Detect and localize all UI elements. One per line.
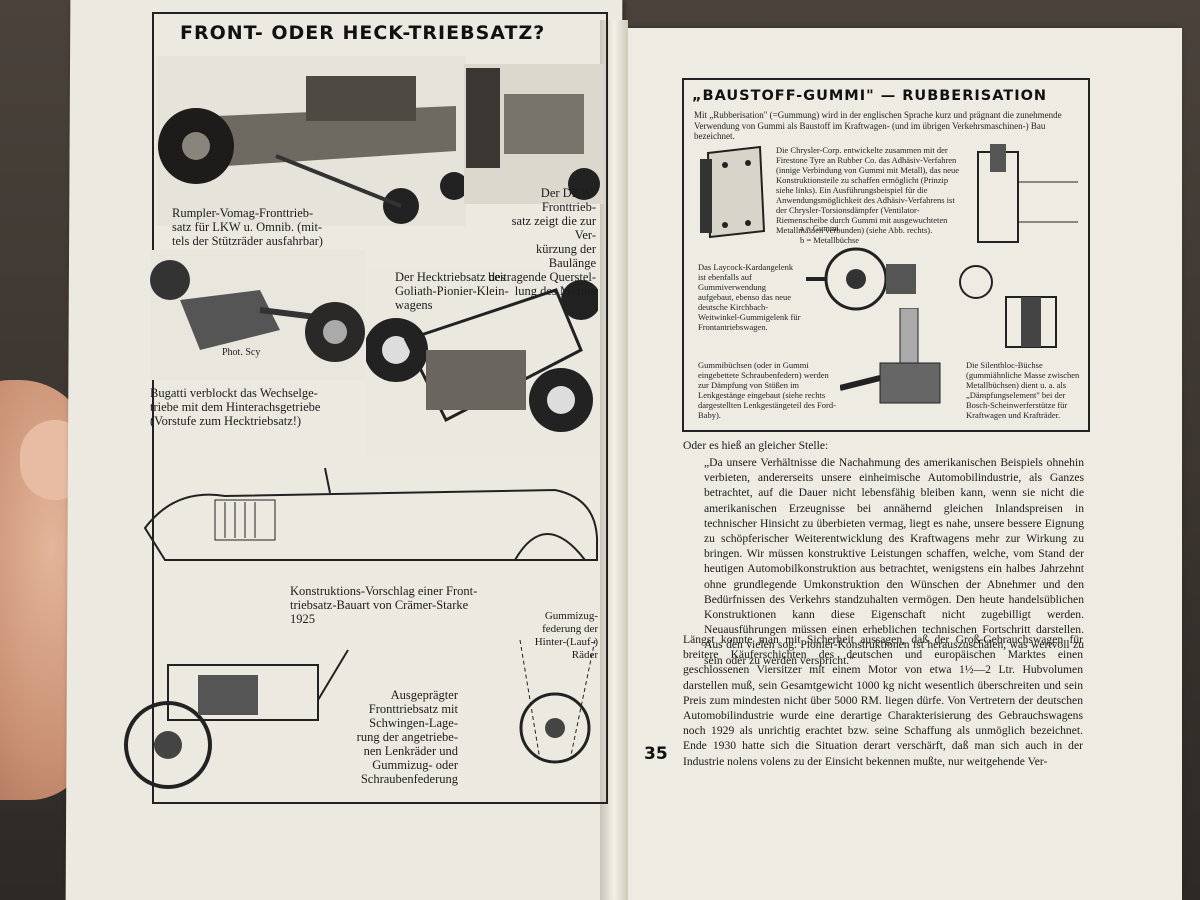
caption-line: Ausgeprägter [390,688,458,702]
intro-line: Oder es hieß an gleicher Stelle: [683,439,829,452]
caption-line: Schwingen-Lage- [369,716,458,730]
caption-line: triebe mit dem Hinterachsgetriebe [150,400,321,414]
caption-line: Goliath-Pionier-Klein- [395,284,509,298]
legend-metal-bush: b = Metallbüchse [800,235,860,245]
rubber-metal-plate-diagram [700,145,766,239]
front-drive-chassis-drawing [124,649,349,789]
caption-goliath: Der Hecktriebsatz des Goliath-Pionier-Kl… [395,270,509,312]
caption-line: Der Hecktriebsatz des [395,270,506,284]
left-page-frame [152,12,608,804]
legend-rubber: a = Gummi [800,223,839,233]
caption-line: nen Lenkräder und [363,744,458,758]
silentbloc-diagram [959,265,1057,348]
caption-line: beitragende Querstel- [488,270,596,284]
caption-bugatti: Bugatti verblockt das Wechselge- triebe … [150,386,320,428]
silentbloc-text: Die Silentbloc-Büchse (gummiähnliche Mas… [966,360,1080,420]
chrysler-text: Die Chrysler-Corp. entwickelte zusammen … [776,145,960,235]
caption-line: Schraubenfederung [360,772,458,786]
caption-front-drive: Ausgeprägter Fronttriebsatz mit Schwinge… [334,688,458,786]
steering-rod-diagram [840,308,941,404]
caption-line: Gummizug- [544,610,598,622]
cramer-starke-car-drawing [143,468,598,561]
caption-line: federung der [542,623,598,635]
quoted-passage: „Da unsere Verhältnisse die Nachahmung d… [704,456,1084,667]
rumpler-chassis-photo [156,56,466,226]
caption-line: (Vorstufe zum Hecktriebsatz!) [150,414,302,428]
rubberisation-intro: Mit „Rubberisation" (=Gummung) wird in d… [694,110,1062,141]
caption-rumpler: Rumpler-Vomag-Fronttrieb- satz für LKW u… [172,206,323,248]
goliath-chassis-drawing [366,270,598,455]
page-number: 35 [644,744,668,764]
caption-line: 1925 [290,612,315,626]
laycock-joint-diagram [806,247,916,311]
caption-line: Bugatti verblockt das Wechselge- [150,386,318,400]
caption-cramer-starke: Konstruktions-Vorschlag einer Front- tri… [290,584,477,626]
caption-dkw: Der DKW-Fronttrieb- satz zeigt die zur V… [488,186,596,298]
caption-line: Fronttriebsatz mit [368,702,458,716]
caption-line: satz zeigt die zur Ver- [511,214,596,242]
caption-line: satz für LKW u. Omnib. (mit- [172,220,323,234]
caption-line: tels der Stützräder ausfahrbar) [172,234,323,248]
caption-line: kürzung der Baulänge [535,242,596,270]
caption-line: rung der angetriebe- [356,730,458,744]
caption-line: lung des Motors [514,284,596,298]
rubber-bushes-text: Gummibüchsen (oder in Gummi eingebettete… [698,360,836,420]
rubber-suspension-drawing [519,640,596,764]
main-paragraph: Längst konnte man mit Sicherheit aussage… [683,633,1083,768]
photo-credit: Phot. Scy [222,347,261,358]
caption-line: Gummizug- oder [372,758,458,772]
torsion-damper-diagram [977,144,1078,243]
caption-rubber-suspension: Gummizug- federung der Hinter-(Lauf-) Rä… [526,610,598,662]
caption-line: Konstruktions-Vorschlag einer Front- [290,584,478,598]
caption-line: Räder [571,649,598,661]
dkw-drive-photo [464,64,604,204]
caption-line: wagens [395,298,433,312]
caption-line: triebsatz-Bauart von Crämer-Starke [290,598,469,612]
book-gutter [600,20,628,900]
laycock-text: Das Laycock-Kardangelenk ist ebenfalls a… [698,262,801,332]
rubberisation-box [682,78,1090,432]
caption-line: Der DKW-Fronttrieb- [540,186,596,214]
left-page-title: FRONT- ODER HECK-TRIEBSATZ? [180,22,546,44]
rubberisation-title: „BAUSTOFF-GUMMI" — RUBBERISATION [692,88,1048,104]
bugatti-axle-drawing [150,250,365,380]
caption-line: Hinter-(Lauf-) [534,636,598,648]
caption-line: Rumpler-Vomag-Fronttrieb- [172,206,314,220]
